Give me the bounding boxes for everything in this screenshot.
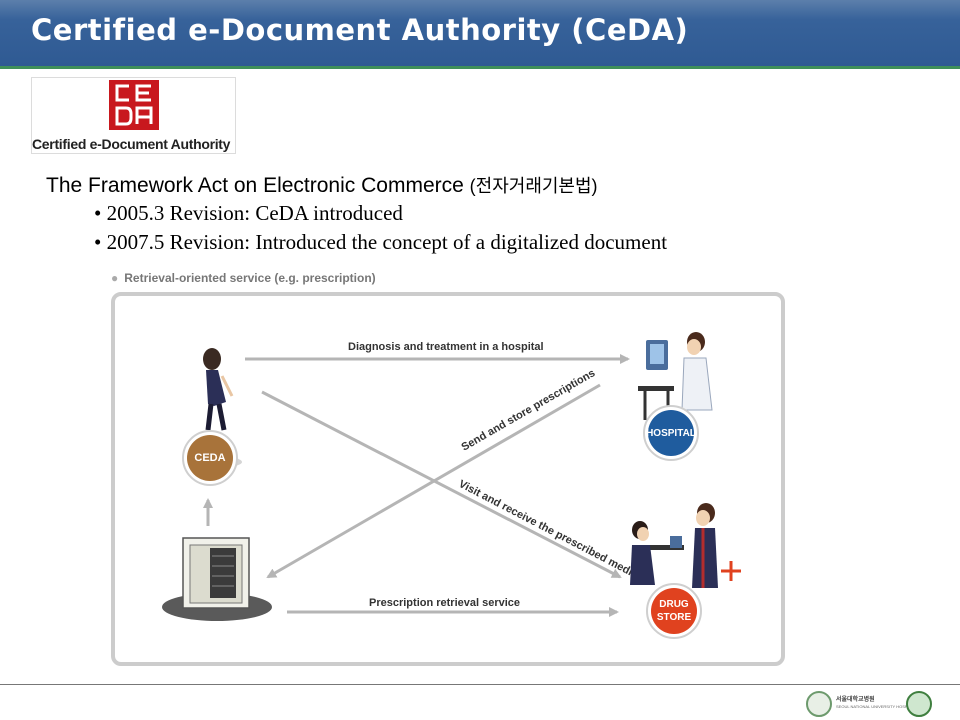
footer-divider [0,684,960,685]
ceda-logo: Certified e-Document Authority [31,77,236,154]
title-divider [0,66,960,69]
framework-heading: The Framework Act on Electronic Commerce… [46,172,598,198]
drug-store-node-label-line1: DRUG [659,599,689,610]
hospital-seal-icon [806,691,832,717]
ceda-node-label: CEDA [194,452,226,464]
ceda-node [182,430,242,486]
bullet-dot-icon: ● [111,271,119,285]
drug-store-node-label-line2: STORE [656,612,692,623]
ceda-logo-mark [109,80,159,130]
footer-institution: 서울대학교병원 [836,697,875,703]
hospital-node-label: HOSPITAL [646,428,696,439]
framework-title: The Framework Act on Electronic Commerce [46,174,470,197]
label-diagnosis: Diagnosis and treatment in a hospital [348,341,544,353]
slide-title: Certified e-Document Authority (CeDA) [31,13,689,47]
ceda-logo-caption: Certified e-Document Authority [32,136,231,152]
drug-store-pharmacist-icon [630,503,741,588]
hospital-doctor-icon [638,332,713,420]
label-retrieval: Prescription retrieval service [369,597,520,609]
patient-icon [203,348,234,431]
bullet-revision-2005: • 2005.3 Revision: CeDA introduced [94,201,403,225]
drug-store-node [646,583,702,639]
footer-institution-en: SEOUL NATIONAL UNIVERSITY HOSPITAL [836,704,916,709]
service-caption: ● Retrieval-oriented service (e.g. prescr… [111,271,376,285]
service-caption-text: Retrieval-oriented service (e.g. prescri… [124,271,376,285]
arrow-visit-receive [261,390,622,579]
label-visit-receive: Visit and receive the prescribed medicin… [457,478,654,588]
university-seal-icon [906,691,932,717]
server-storage-icon [162,537,272,621]
bullet-revision-2007: • 2007.5 Revision: Introduced the concep… [94,230,668,254]
hospital-node [643,405,699,461]
label-send-store: Send and store prescriptions [460,367,598,453]
framework-title-korean: (전자거래기본법) [469,176,598,196]
title-bar: Certified e-Document Authority (CeDA) [0,0,960,66]
